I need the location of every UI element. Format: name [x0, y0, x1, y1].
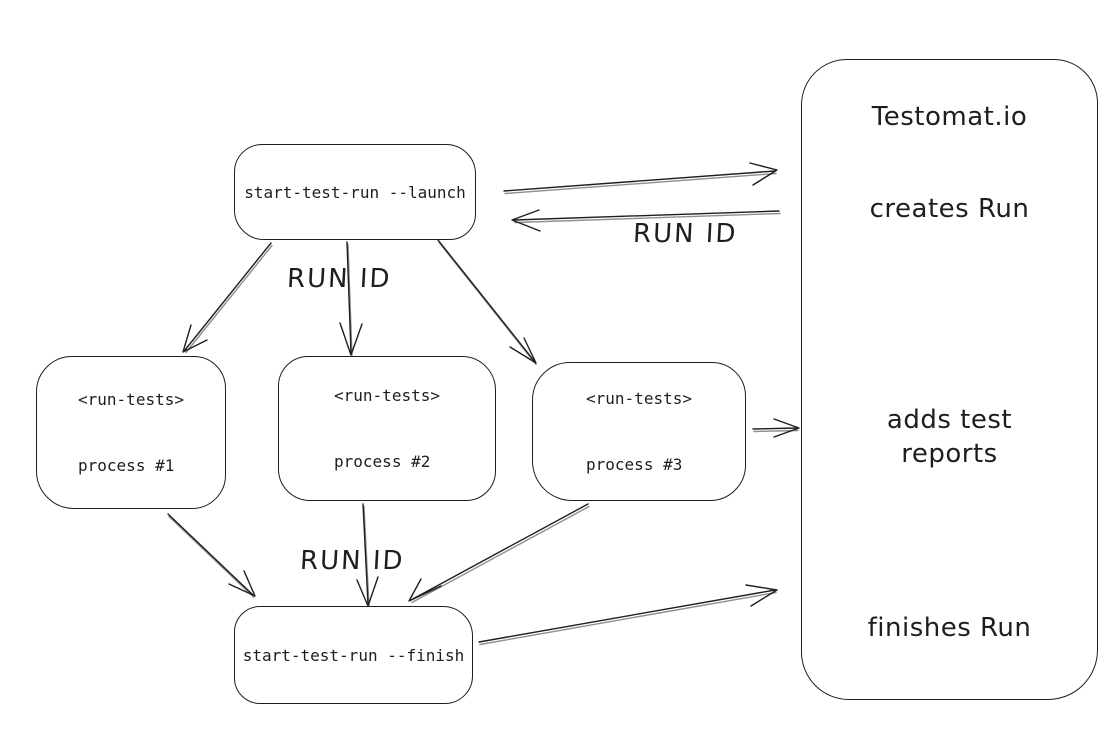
node-start-test-run-finish-label: start-test-run --finish — [242, 645, 465, 665]
arrow-testomat-to-launch-run-id — [511, 209, 781, 232]
node-run-tests-process-3-label: <run-tests> process #3 — [586, 344, 692, 520]
process-3-line-1: <run-tests> — [586, 388, 692, 408]
node-run-tests-process-2-label: <run-tests> process #2 — [334, 341, 440, 517]
edge-label-run-id-return: RUN ID — [632, 219, 739, 249]
process-3-line-2: process #3 — [586, 454, 683, 474]
testomat-finishes-run-label: finishes Run — [867, 613, 1032, 643]
process-1-line-1: <run-tests> — [78, 389, 184, 409]
arrow-launch-to-process1 — [182, 242, 273, 354]
node-testomat-io: Testomat.io creates Run adds test report… — [801, 59, 1098, 700]
testomat-adds-test-reports-label: adds test reports — [802, 403, 1097, 471]
process-2-line-2: process #2 — [334, 451, 431, 471]
arrow-launch-to-process2 — [339, 241, 363, 357]
process-2-line-1: <run-tests> — [334, 385, 440, 405]
arrow-launch-to-testomat — [503, 162, 778, 195]
testomat-title: Testomat.io — [871, 102, 1028, 132]
node-run-tests-process-1-label: <run-tests> process #1 — [78, 345, 184, 521]
node-run-tests-process-2: <run-tests> process #2 — [278, 356, 496, 501]
arrow-launch-to-process3 — [437, 239, 537, 366]
node-start-test-run-launch-label: start-test-run --launch — [244, 182, 466, 202]
testomat-creates-run-label: creates Run — [869, 194, 1030, 224]
node-run-tests-process-3: <run-tests> process #3 — [532, 362, 746, 501]
process-1-line-2: process #1 — [78, 455, 175, 475]
node-run-tests-process-1: <run-tests> process #1 — [36, 356, 226, 509]
arrow-process1-to-finish — [167, 513, 256, 599]
edge-label-run-id-top: RUN ID — [286, 264, 393, 294]
adds-test-reports-line-1: adds test — [886, 405, 1013, 435]
node-start-test-run-finish: start-test-run --finish — [234, 606, 473, 704]
arrow-process3-to-finish — [408, 503, 590, 604]
node-start-test-run-launch: start-test-run --launch — [234, 144, 476, 240]
adds-test-reports-line-2: reports — [901, 439, 998, 469]
edge-label-run-id-bottom: RUN ID — [299, 546, 406, 576]
arrow-finish-to-testomat — [478, 584, 778, 646]
arrow-process3-to-testomat — [752, 418, 800, 438]
